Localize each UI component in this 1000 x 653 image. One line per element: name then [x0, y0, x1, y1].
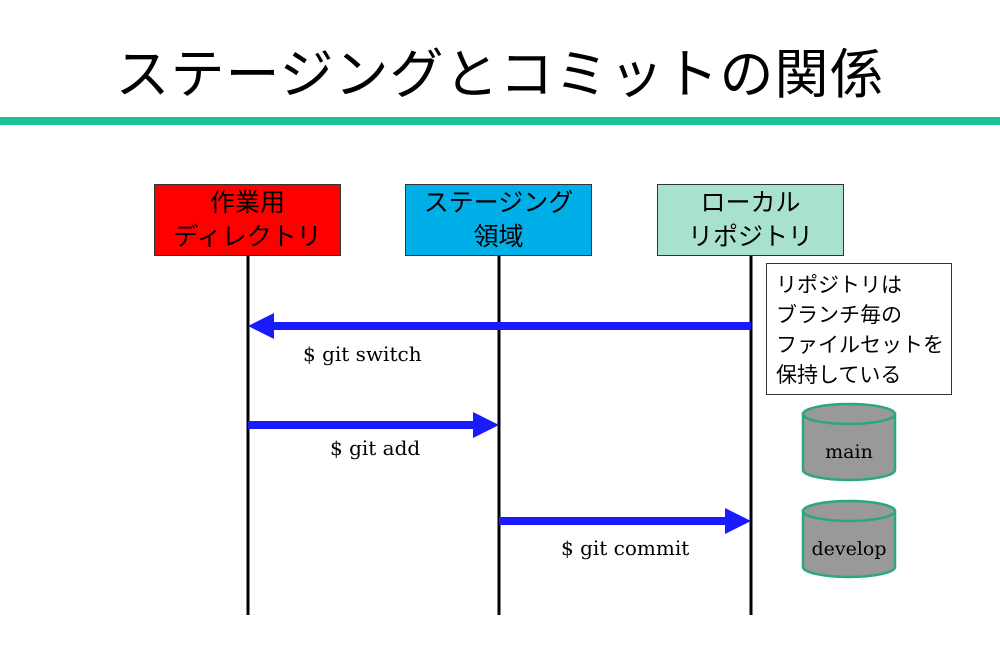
- working-dir-box: 作業用 ディレクトリ: [154, 184, 341, 256]
- note-line4: 保持している: [776, 363, 902, 387]
- local-repo-label-line2: リポジトリ: [687, 222, 813, 251]
- switch-arrow-head: [248, 313, 274, 339]
- git-add-label: $ git add: [330, 436, 421, 460]
- develop-branch-cylinder-icon: [801, 499, 897, 579]
- git-switch-label: $ git switch: [303, 342, 422, 366]
- develop-branch-label: develop: [811, 538, 887, 560]
- local-repo-label-line1: ローカル: [700, 188, 801, 217]
- note-line2: ブランチ毎の: [776, 303, 902, 327]
- add-arrow-head: [473, 412, 499, 438]
- commit-arrow-head: [725, 508, 751, 534]
- local-repo-box: ローカル リポジトリ: [657, 184, 844, 256]
- staging-box: ステージング 領域: [405, 184, 592, 256]
- repository-note: リポジトリは ブランチ毎の ファイルセットを 保持している: [766, 263, 952, 395]
- staging-label-line1: ステージング: [423, 188, 574, 217]
- note-line3: ファイルセットを: [776, 333, 944, 357]
- git-commit-label: $ git commit: [561, 536, 690, 560]
- working-dir-label-line1: 作業用: [209, 188, 285, 217]
- main-branch-label: main: [825, 441, 873, 463]
- title-divider: [0, 117, 1000, 125]
- page-title: ステージングとコミットの関係: [115, 43, 885, 106]
- staging-label-line2: 領域: [473, 222, 524, 251]
- note-line1: リポジトリは: [776, 273, 902, 297]
- main-branch-cylinder-icon: [801, 402, 897, 482]
- working-dir-label-line2: ディレクトリ: [173, 222, 322, 251]
